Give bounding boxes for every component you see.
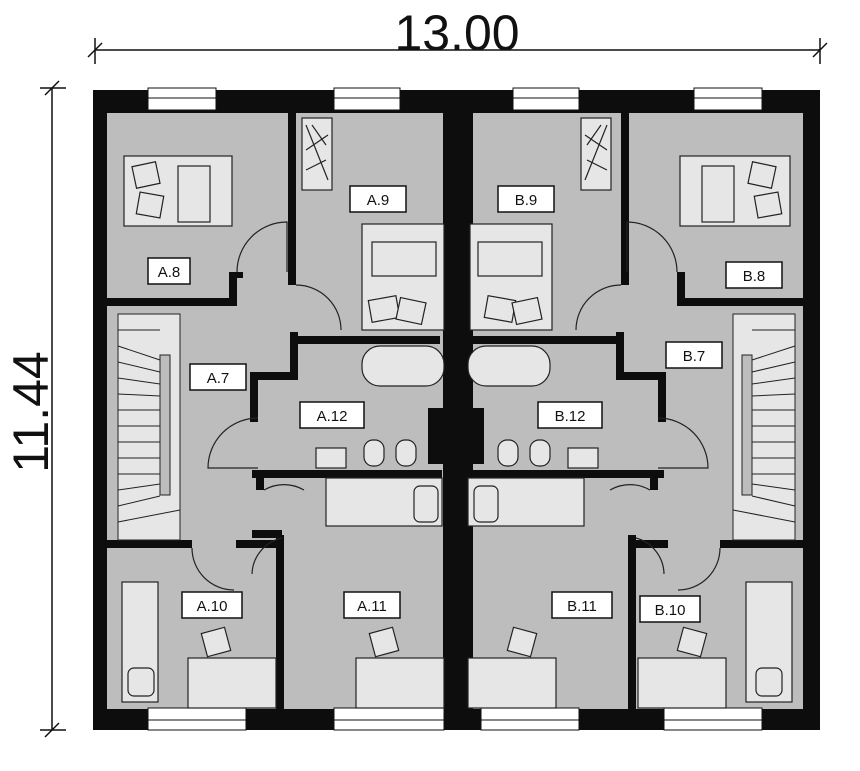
width-dimension: 13.00 <box>87 5 828 64</box>
sink-a12 <box>315 447 347 469</box>
room-label-a8: A.8 <box>147 257 191 285</box>
room-label-b11: B.11 <box>551 591 613 619</box>
room-label-b7: B.7 <box>665 341 723 369</box>
width-dimension-label: 13.00 <box>394 5 519 61</box>
room-label-b8-text: B.8 <box>743 268 766 285</box>
room-label-a12: A.12 <box>299 401 365 429</box>
room-label-a11-text: A.11 <box>357 598 387 615</box>
desk-b11 <box>467 657 557 709</box>
door-swings <box>191 221 721 591</box>
room-label-a10: A.10 <box>181 591 243 619</box>
toilet-a12 <box>395 439 417 467</box>
room-label-a7-text: A.7 <box>207 370 230 387</box>
room-label-b12-text: B.12 <box>555 408 586 425</box>
furniture-right <box>467 117 793 709</box>
desk-b10 <box>637 657 727 709</box>
depth-dimension: 11.44 <box>3 80 66 738</box>
sink-b12 <box>567 447 599 469</box>
room-label-a8-text: A.8 <box>158 264 181 281</box>
bidet-a12 <box>363 439 385 467</box>
room-label-b9-text: B.9 <box>515 192 538 209</box>
sink-b11 <box>473 485 499 523</box>
desk-a11 <box>355 657 445 709</box>
room-label-b12: B.12 <box>537 401 603 429</box>
shaft <box>428 408 484 464</box>
interior-walls-left <box>107 113 442 710</box>
room-label-b9: B.9 <box>497 185 555 213</box>
room-label-a7: A.7 <box>189 363 247 391</box>
room-label-b10-text: B.10 <box>655 602 686 619</box>
room-label-a11: A.11 <box>343 591 401 619</box>
staircase-right <box>732 313 796 541</box>
room-label-b10: B.10 <box>639 595 701 623</box>
furniture-left <box>121 117 445 709</box>
room-label-a12-text: A.12 <box>317 408 348 425</box>
room-label-b7-text: B.7 <box>683 348 706 365</box>
bathtub-a12 <box>361 345 445 387</box>
bathtub-b12 <box>467 345 551 387</box>
toilet-b12 <box>497 439 519 467</box>
depth-dimension-label: 11.44 <box>3 351 59 472</box>
room-label-b11-text: B.11 <box>567 598 597 615</box>
windows <box>147 87 763 731</box>
room-label-a9-text: A.9 <box>367 192 390 209</box>
staircase-left <box>117 313 181 541</box>
room-label-b8: B.8 <box>725 261 783 289</box>
desk-a10 <box>187 657 277 709</box>
bidet-b12 <box>529 439 551 467</box>
room-label-a10-text: A.10 <box>197 598 228 615</box>
sink-a11 <box>413 485 439 523</box>
interior-walls-right <box>464 113 803 710</box>
room-label-a9: A.9 <box>349 185 407 213</box>
room-labels: A.8 A.9 A.7 A.12 A.10 A.11 B.8 B.9 B.7 B… <box>147 185 783 623</box>
